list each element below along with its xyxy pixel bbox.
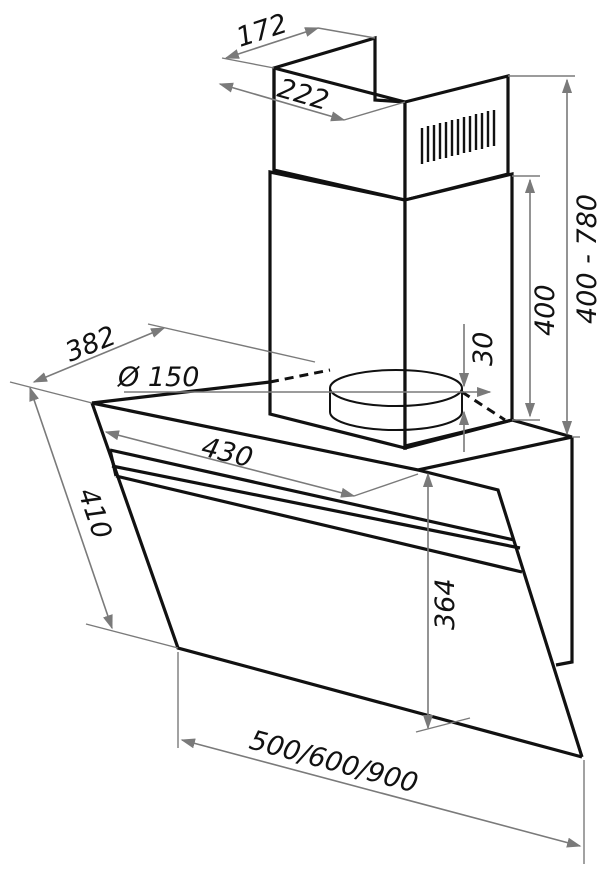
- label-hood-inner-depth: 430: [198, 432, 256, 475]
- label-upper-chimney-height: 400: [530, 284, 561, 336]
- dimension-lines: [9, 27, 585, 864]
- dim-line-222: [218, 82, 346, 122]
- duct-hidden-line: [269, 368, 506, 422]
- chimney: [268, 35, 514, 451]
- hood-right-inner-edge: [417, 468, 584, 758]
- label-hood-depth: 382: [61, 320, 120, 368]
- dim-line-410: [29, 386, 113, 630]
- hood-right-side-panel: [555, 437, 574, 667]
- control-strip-bottom: [115, 474, 523, 574]
- control-strip-mid: [111, 464, 521, 550]
- label-duct-diameter: Ø 150: [117, 362, 199, 393]
- dim-line-430: [104, 430, 356, 498]
- label-chimney-range: 400 - 780: [572, 194, 603, 324]
- hood-body: [90, 380, 584, 759]
- vent-grille-icon: [420, 110, 496, 164]
- control-strip-left: [108, 449, 118, 477]
- duct-collar-body: [329, 388, 463, 431]
- label-collar-height: 30: [468, 332, 499, 366]
- label-canopy-height: 364: [430, 578, 461, 630]
- glass-front-panel: [90, 402, 583, 759]
- duct-collar: [269, 368, 506, 431]
- lower-chimney-side-face: [403, 171, 514, 451]
- dim-line-hood-width: [180, 738, 582, 848]
- label-hood-width: 500/600/900: [246, 725, 421, 800]
- label-chimney-depth: 172: [233, 8, 292, 53]
- duct-collar-top: [329, 369, 463, 407]
- label-glass-height: 410: [71, 484, 117, 543]
- dim-line-382: [32, 327, 166, 383]
- dim-line-172: [224, 27, 320, 59]
